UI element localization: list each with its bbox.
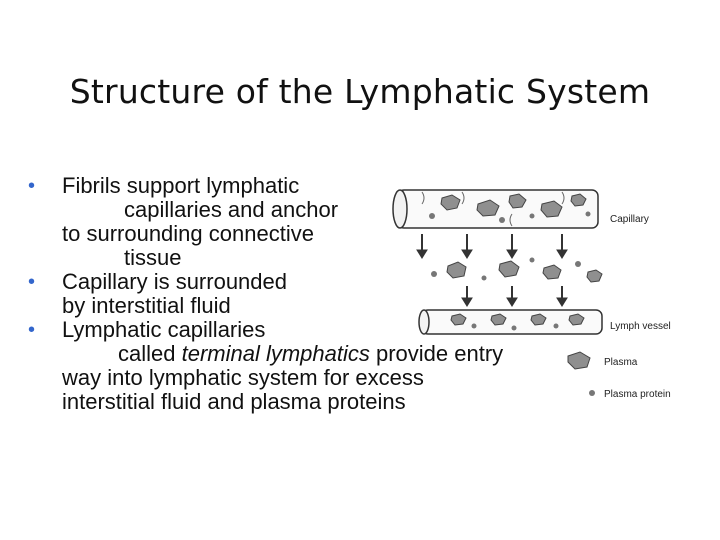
capillary-label: Capillary — [610, 214, 649, 225]
bullet-line: called terminal lymphatics provide entry — [62, 342, 628, 366]
bullet-line: way into lymphatic system for excess — [62, 365, 424, 390]
plasma-label: Plasma — [604, 357, 638, 368]
capillary-tube — [392, 189, 599, 229]
bullet-line: to surrounding connective — [62, 221, 314, 246]
lymph-vessel-label: Lymph vessel — [610, 321, 671, 332]
bullet-item: • Lymphatic capillaries called terminal … — [28, 318, 628, 414]
bullet-line: interstitial fluid and plasma proteins — [62, 389, 406, 414]
bullet-marker: • — [28, 319, 36, 341]
bullet-item: • Fibrils support lymphatic capillaries … — [28, 174, 628, 270]
bullet-line: Capillary is surrounded — [62, 269, 287, 294]
slide-title: Structure of the Lymphatic System — [69, 72, 651, 111]
flow-arrows — [416, 234, 568, 307]
bullet-item: • Capillary is surrounded by interstitia… — [28, 270, 628, 318]
diagram-legend: Plasma Plasma protein — [567, 351, 671, 400]
bullet-line: Lymphatic capillaries — [62, 317, 266, 342]
bullet-line: capillaries and anchor — [124, 197, 339, 222]
bullet-text: called — [118, 341, 182, 366]
plasma-protein-label: Plasma protein — [604, 389, 671, 400]
bullet-line: by interstitial fluid — [62, 293, 231, 318]
bullet-text: provide entry — [369, 341, 504, 366]
bullet-list: • Fibrils support lymphatic capillaries … — [28, 174, 628, 414]
term-emphasis: terminal lymphatics — [181, 341, 370, 366]
bullet-marker: • — [28, 175, 36, 197]
lymph-diagram-svg: Capillary — [392, 189, 671, 400]
bullet-line: tissue — [124, 245, 182, 270]
interstitial-proteins — [431, 257, 603, 283]
lymph-diagram: Capillary — [392, 168, 684, 408]
lymph-vessel-tube — [418, 309, 603, 335]
bullet-marker: • — [28, 271, 36, 293]
bullet-line: Fibrils support lymphatic — [62, 173, 300, 198]
